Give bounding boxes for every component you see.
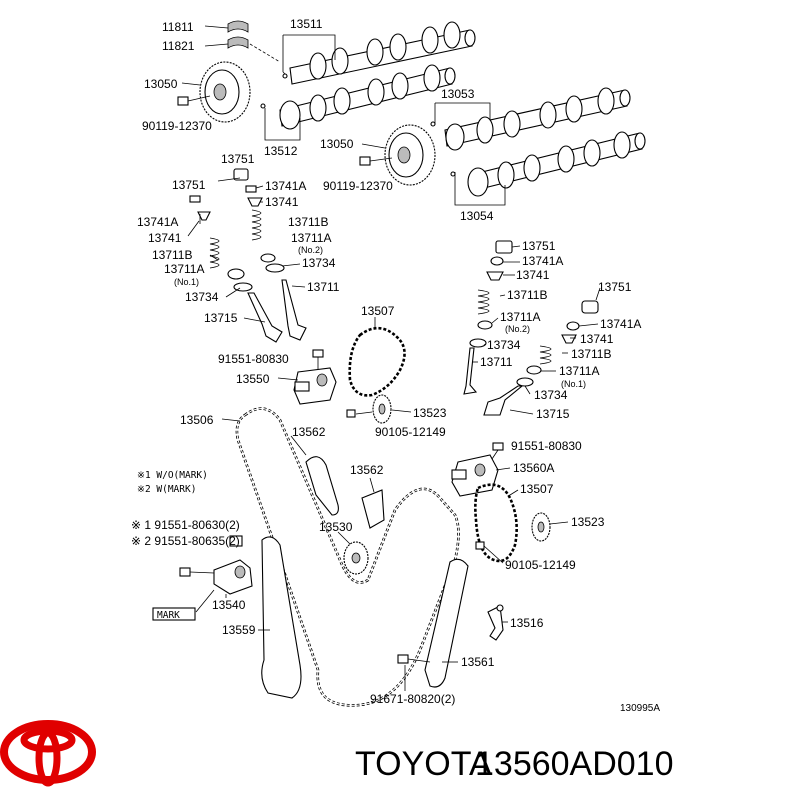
label-13562-lower: 13562 [350, 463, 384, 477]
label-bolt-2: ※ 2 91551-80635(2) [131, 534, 240, 548]
label-13734-d: 13734 [534, 388, 568, 402]
bearing-cap-11811 [227, 20, 249, 49]
label-91671: 91671-80820(2) [370, 692, 455, 706]
label-13506: 13506 [180, 413, 214, 427]
camshaft-13053 [444, 87, 631, 151]
label-90119-left: 90119-12370 [142, 119, 212, 133]
mark-box [152, 607, 196, 621]
label-13560A: 13560A [513, 461, 554, 475]
chain-guide-13562-upper [305, 456, 339, 516]
valve-stack-right-b [483, 300, 599, 416]
label-13741-d: 13741 [580, 332, 614, 346]
chain-tensioner-13550 [293, 367, 337, 405]
label-13050-left: 13050 [144, 77, 178, 91]
chain-guide-13561 [424, 558, 469, 688]
sprocket-13523-left [372, 394, 392, 424]
label-13751-c: 13751 [522, 239, 556, 253]
label-13054: 13054 [460, 209, 494, 223]
label-90105-right: 90105-12149 [505, 558, 576, 572]
label-13540: 13540 [212, 598, 246, 612]
label-90105-left: 90105-12149 [375, 425, 446, 439]
label-13561: 13561 [461, 655, 495, 669]
note-w-mark: ※2 W(MARK) [137, 484, 196, 495]
label-bolt-1: ※ 1 91551-80630(2) [131, 518, 240, 532]
label-13053: 13053 [441, 87, 475, 101]
label-13562-upper: 13562 [292, 425, 326, 439]
label-13751-d: 13751 [598, 280, 632, 294]
label-13711B-c: 13711B [507, 288, 547, 302]
label-13507-right: 13507 [520, 482, 554, 496]
label-11811: 11811 [162, 20, 194, 34]
label-13711B-b: 13711B [152, 248, 192, 262]
part-number: 13560AD010 [475, 745, 674, 783]
label-no1-a: (No.1) [174, 277, 199, 287]
diagram-id: 130995A [620, 703, 660, 714]
note-wo-mark: ※1 W/O(MARK) [137, 470, 208, 481]
label-13516: 13516 [510, 616, 544, 630]
chain-guide-13562-lower [361, 489, 385, 529]
sprocket-13523-right [531, 512, 551, 542]
timing-chain-13506 [235, 407, 460, 707]
vvt-sprocket-13050-right [384, 124, 436, 186]
label-13741-c: 13741 [516, 268, 550, 282]
label-13530: 13530 [319, 520, 353, 534]
label-mark: MARK [157, 610, 180, 621]
timing-chain-13507-left [348, 326, 406, 397]
label-90119-right: 90119-12370 [323, 179, 393, 193]
label-13715-a: 13715 [204, 311, 238, 325]
label-13711-a: 13711 [307, 280, 340, 294]
label-13734-b: 13734 [185, 290, 219, 304]
chain-guide-13559 [261, 536, 302, 699]
label-13741-a: 13741 [265, 195, 299, 209]
label-91551-right: 91551-80830 [511, 439, 582, 453]
label-13741A-b: 13741A [137, 215, 178, 229]
valve-stack-left-a [233, 168, 307, 341]
crank-sprocket-13530 [343, 541, 369, 575]
label-13741A-c: 13741A [522, 254, 563, 268]
label-91551-left: 91551-80830 [218, 352, 289, 366]
camshaft-13054 [467, 131, 646, 197]
valve-stack-right-a [463, 240, 513, 395]
label-13507-left: 13507 [361, 304, 395, 318]
label-no2-b: (No.2) [505, 324, 530, 334]
label-no2-a: (No.2) [298, 245, 323, 255]
label-13512: 13512 [264, 144, 298, 158]
label-13050-right: 13050 [320, 137, 354, 151]
toyota-logo [0, 720, 96, 787]
label-13550: 13550 [236, 372, 270, 386]
label-13523-right: 13523 [571, 515, 605, 529]
chain-tensioner-13560A [451, 454, 499, 497]
brand-name: TOYOTA [355, 745, 492, 783]
label-13711A-b: 13711A [164, 262, 204, 276]
timing-chain-13507-right [474, 483, 518, 563]
label-13751-b: 13751 [172, 178, 206, 192]
label-no1-b: (No.1) [561, 379, 586, 389]
label-13715-b: 13715 [536, 407, 570, 421]
vvt-sprocket-13050-left [199, 61, 251, 123]
label-13734-a: 13734 [302, 256, 336, 270]
label-13711B-a: 13711B [288, 215, 328, 229]
label-13523-left: 13523 [413, 406, 447, 420]
label-13751-a: 13751 [221, 152, 255, 166]
tensioner-13540 [213, 535, 253, 595]
camshaft-13512 [279, 64, 456, 130]
label-13711A-c: 13711A [500, 310, 540, 324]
label-13711A-a: 13711A [291, 231, 331, 245]
label-13741A-a: 13741A [265, 179, 306, 193]
label-13559: 13559 [222, 623, 256, 637]
camshaft-13511 [289, 21, 476, 85]
label-13711B-d: 13711B [571, 347, 611, 361]
oil-jet-13516 [487, 604, 504, 641]
label-13734-c: 13734 [487, 338, 521, 352]
label-13511: 13511 [290, 17, 323, 31]
label-13711A-d: 13711A [559, 364, 599, 378]
label-13741A-d: 13741A [600, 317, 641, 331]
label-13741-b: 13741 [148, 231, 182, 245]
label-13711-b: 13711 [480, 355, 513, 369]
label-11821: 11821 [162, 39, 195, 53]
valve-stack-left-b [189, 195, 283, 343]
